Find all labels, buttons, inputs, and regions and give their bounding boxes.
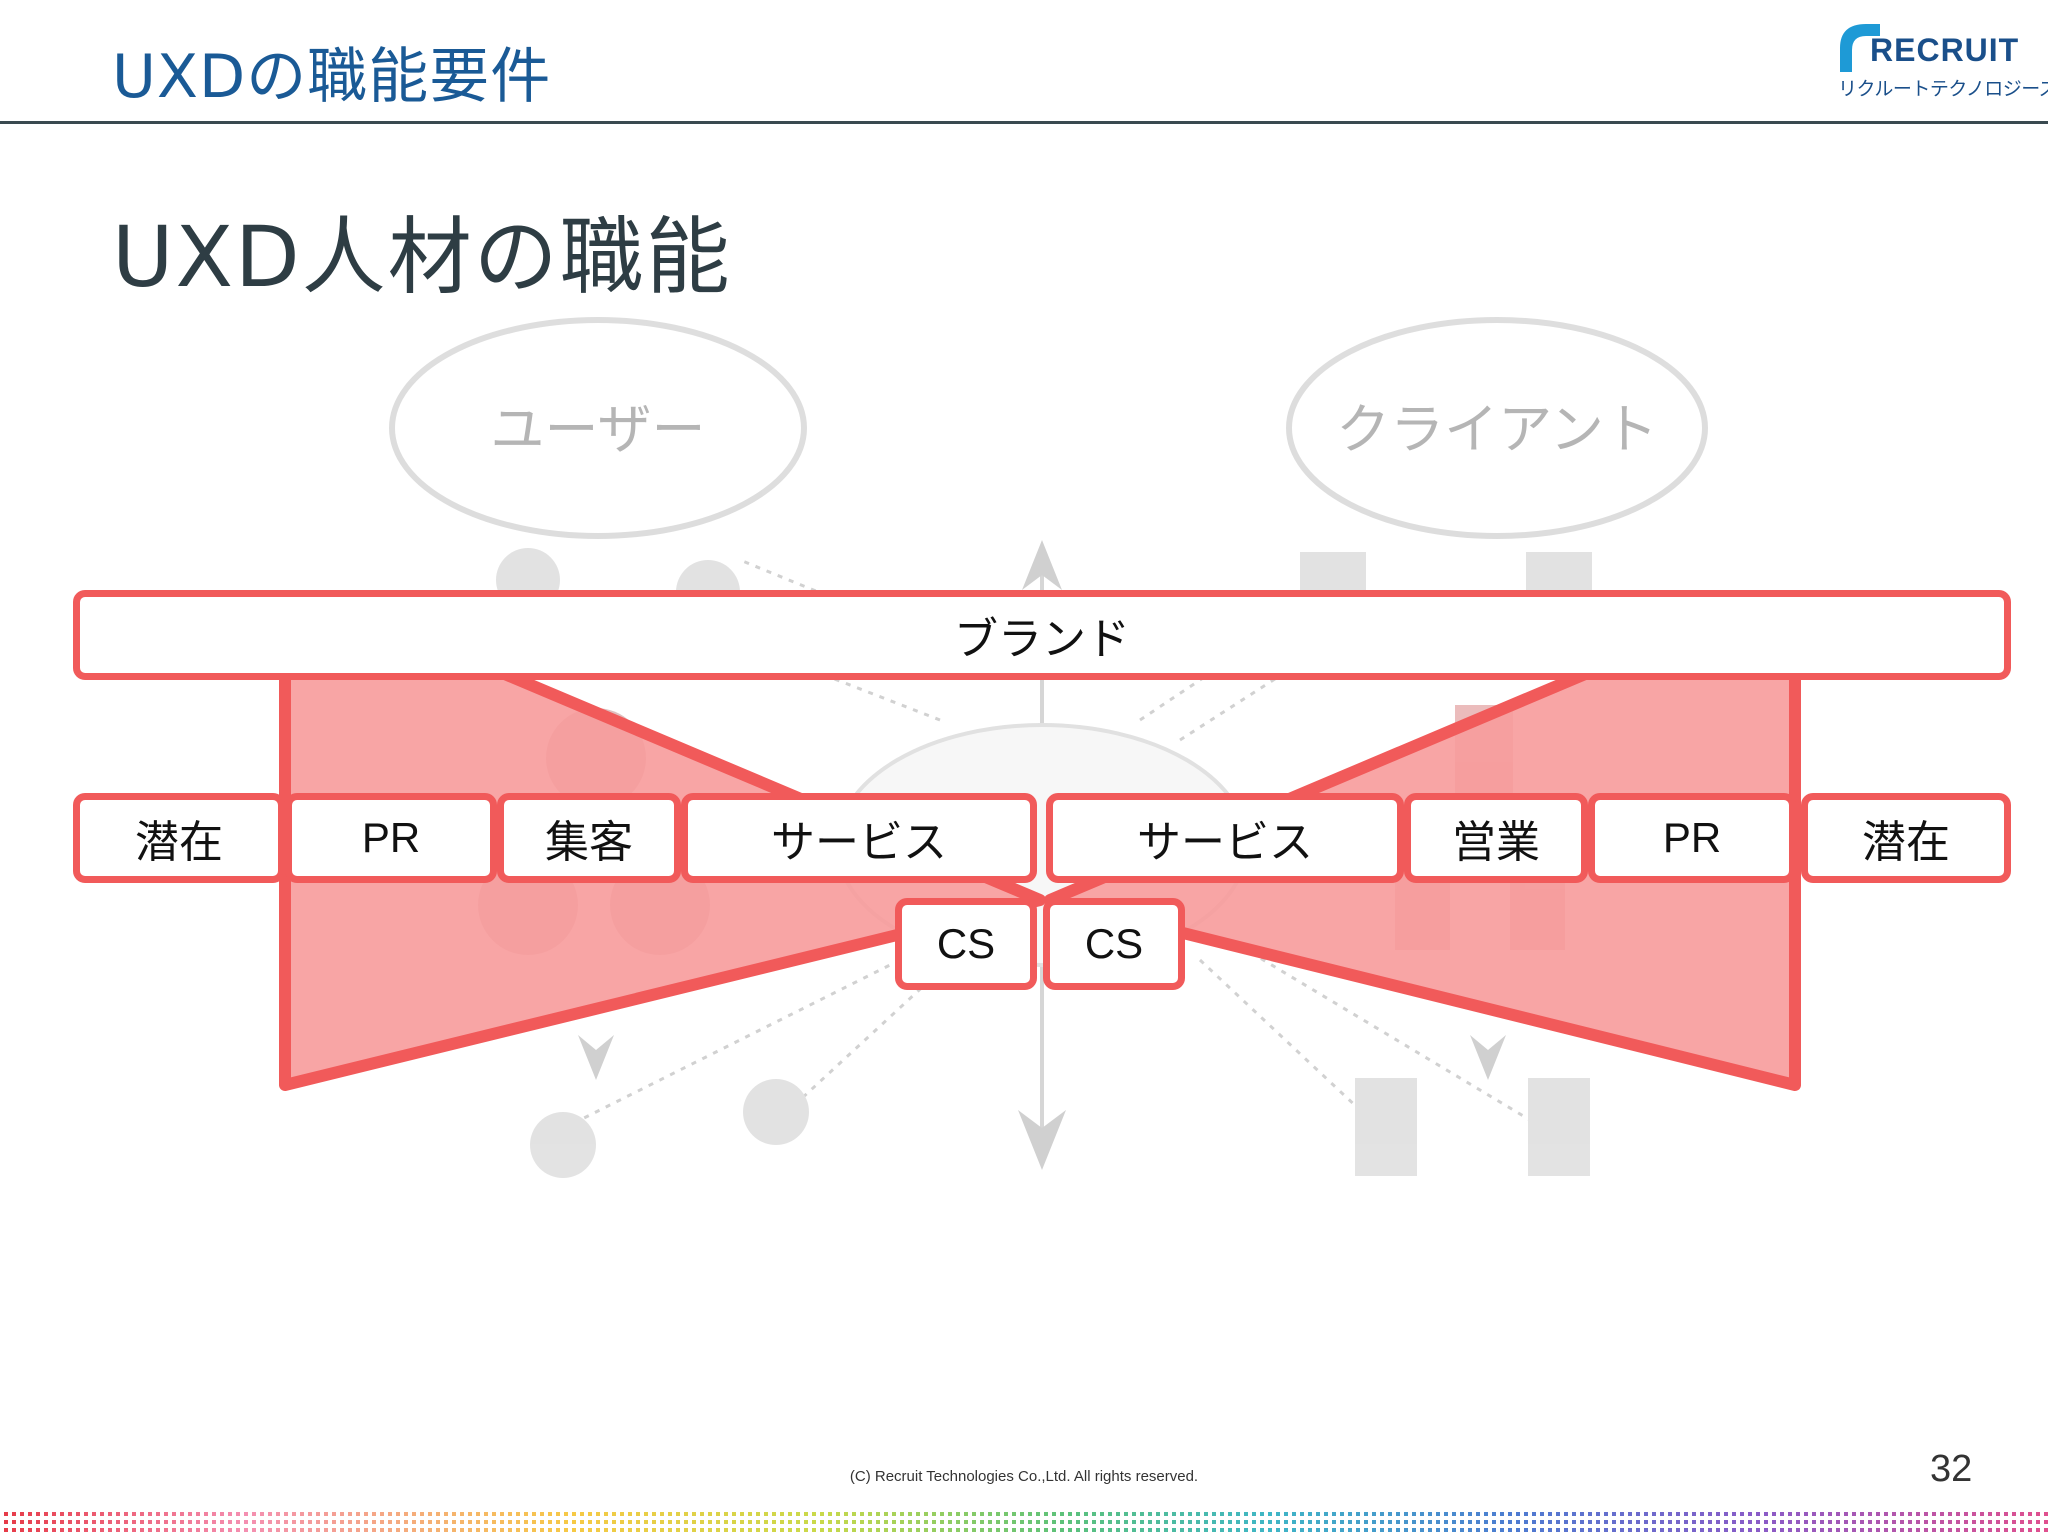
service-right-box: サービス — [1046, 793, 1404, 883]
brand-box: ブランド — [73, 590, 2011, 680]
recruit-logo: RECRUIT リクルートテクノロジーズ — [1836, 18, 2048, 100]
latent-right-box: 潜在 — [1801, 793, 2011, 883]
main-heading: UXD人材の職能 — [112, 208, 732, 306]
logo-arc-icon — [1840, 24, 1880, 72]
pr-right-box: PR — [1588, 793, 1796, 883]
down-arrow-icon — [1018, 1110, 1066, 1170]
logo-subtitle: リクルートテクノロジーズ — [1838, 78, 2048, 100]
copyright-text: (C) Recruit Technologies Co.,Ltd. All ri… — [849, 1468, 1199, 1485]
client-label: クライアント — [1336, 398, 1658, 461]
logo-word: RECRUIT — [1870, 32, 2020, 68]
user-face-icon — [743, 1079, 809, 1145]
user-ellipse — [389, 317, 807, 539]
page-number: 32 — [1930, 1448, 1973, 1490]
service-left-box: サービス — [681, 793, 1037, 883]
up-arrow-icon — [1022, 540, 1062, 590]
client-ellipse — [1286, 317, 1708, 539]
chevron-down-icon — [1470, 1035, 1506, 1080]
cs-left-box: CS — [895, 898, 1037, 990]
chevron-down-icon — [578, 1035, 614, 1080]
building-icon — [1528, 1078, 1590, 1176]
header-divider — [0, 121, 2048, 124]
building-icon — [1355, 1078, 1417, 1176]
user-label: ユーザー — [491, 398, 706, 461]
latent-left-box: 潜在 — [73, 793, 285, 883]
pr-left-box: PR — [285, 793, 497, 883]
acquisition-box: 集客 — [497, 793, 681, 883]
cs-right-box: CS — [1043, 898, 1185, 990]
rainbow-dotted-stripe — [0, 1508, 2048, 1532]
header-title: UXDの職能要件 — [112, 42, 552, 112]
user-face-icon — [530, 1112, 596, 1178]
sales-box: 営業 — [1404, 793, 1588, 883]
